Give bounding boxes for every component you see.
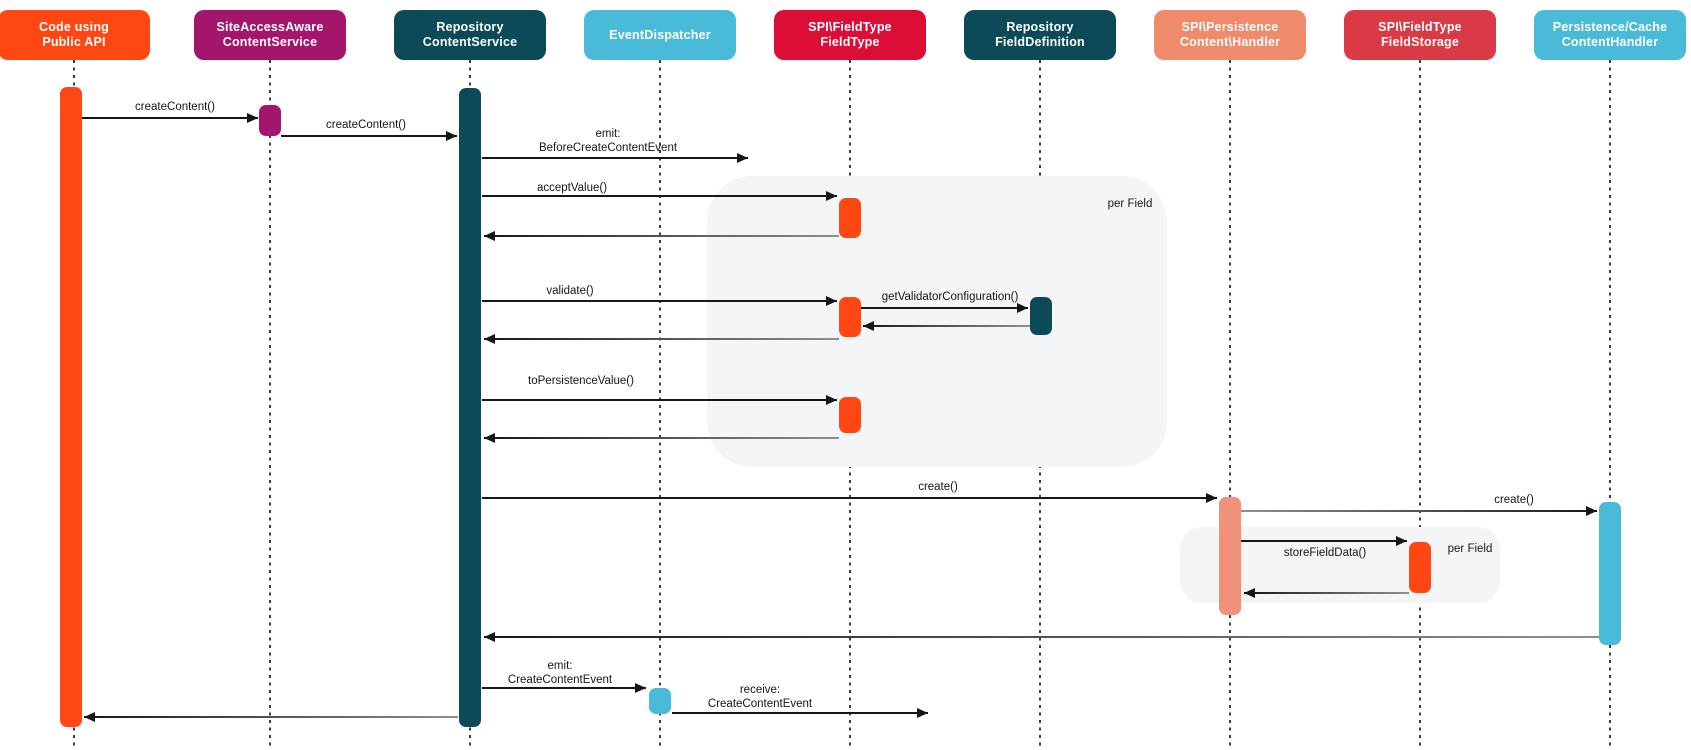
return-arrow	[84, 716, 458, 718]
arrowhead	[826, 295, 837, 306]
participant-label: SiteAccessAware ContentService	[216, 20, 324, 49]
frame-label: per Field	[1447, 543, 1493, 555]
message-label: createContent()	[135, 101, 215, 113]
message-label: storeFieldData()	[1283, 547, 1367, 559]
message-arrow	[861, 307, 1028, 309]
message-label: create()	[1494, 494, 1534, 506]
participant-box: Persistence/Cache ContentHandler	[1534, 10, 1686, 60]
message-label: createContent()	[326, 119, 406, 131]
activation-bar	[459, 88, 481, 727]
message-label: emit: CreateContentEvent	[507, 660, 613, 686]
arrowhead	[863, 320, 874, 331]
message-arrow	[482, 157, 748, 159]
frame-label: per Field	[1107, 198, 1153, 210]
lifeline	[269, 60, 271, 750]
message-arrow	[1241, 510, 1597, 512]
loop-frame	[707, 176, 1167, 467]
return-arrow	[484, 437, 839, 439]
message-label: getValidatorConfiguration()	[881, 291, 1019, 303]
participant-label: SPI\FieldType FieldType	[808, 20, 892, 49]
arrowhead	[826, 190, 837, 201]
arrowhead	[484, 230, 495, 241]
arrowhead	[1244, 587, 1255, 598]
arrowhead	[1206, 492, 1217, 503]
return-arrow	[1244, 592, 1409, 594]
arrowhead	[826, 394, 837, 405]
arrowhead	[446, 130, 457, 141]
activation-bar	[259, 105, 281, 136]
activation-bar	[60, 87, 82, 727]
arrowhead	[84, 711, 95, 722]
arrowhead	[484, 631, 495, 642]
message-label: receive: CreateContentEvent	[707, 684, 813, 710]
message-arrow	[672, 712, 928, 714]
participant-box: Repository ContentService	[394, 10, 546, 60]
message-arrow	[482, 497, 1217, 499]
participant-label: SPI\FieldType FieldStorage	[1378, 20, 1462, 49]
message-label: validate()	[546, 285, 594, 297]
message-arrow	[482, 300, 837, 302]
lifeline	[659, 60, 661, 750]
activation-bar	[1599, 502, 1621, 645]
participant-box: SPI\FieldType FieldStorage	[1344, 10, 1496, 60]
arrowhead	[737, 152, 748, 163]
message-arrow	[281, 135, 457, 137]
return-arrow	[863, 325, 1030, 327]
message-label: create()	[918, 481, 958, 493]
message-arrow	[482, 399, 837, 401]
activation-bar	[649, 688, 671, 714]
message-label: toPersistenceValue()	[528, 375, 634, 387]
participant-box: SPI\Persistence Content\Handler	[1154, 10, 1306, 60]
return-arrow	[484, 235, 839, 237]
arrowhead	[484, 333, 495, 344]
message-arrow	[1241, 540, 1407, 542]
return-arrow	[484, 338, 839, 340]
arrowhead	[1017, 302, 1028, 313]
participant-label: EventDispatcher	[609, 27, 711, 42]
message-label: emit: BeforeCreateContentEvent	[538, 128, 678, 154]
participant-label: Code using Public API	[38, 20, 110, 49]
message-arrow	[82, 117, 258, 119]
activation-bar	[1030, 297, 1052, 335]
participant-box: SiteAccessAware ContentService	[194, 10, 346, 60]
participant-box: Repository FieldDefinition	[964, 10, 1116, 60]
activation-bar	[1219, 497, 1241, 615]
participant-box: EventDispatcher	[584, 10, 736, 60]
participant-label: Repository FieldDefinition	[995, 20, 1085, 49]
activation-bar	[839, 198, 861, 238]
participant-label: Persistence/Cache ContentHandler	[1552, 20, 1668, 49]
participant-box: Code using Public API	[0, 10, 150, 60]
activation-bar	[839, 297, 861, 337]
arrowhead	[917, 707, 928, 718]
participant-label: SPI\Persistence Content\Handler	[1179, 20, 1281, 49]
arrowhead	[484, 432, 495, 443]
return-arrow	[484, 636, 1599, 638]
lifeline	[1229, 60, 1231, 750]
participant-label: Repository ContentService	[422, 20, 518, 49]
arrowhead	[247, 112, 258, 123]
arrowhead	[1396, 535, 1407, 546]
activation-bar	[1409, 542, 1431, 593]
message-arrow	[482, 687, 646, 689]
message-arrow	[482, 195, 837, 197]
lifeline	[1609, 60, 1611, 750]
activation-bar	[839, 397, 861, 433]
message-label: acceptValue()	[536, 182, 608, 194]
participant-box: SPI\FieldType FieldType	[774, 10, 926, 60]
lifeline	[1419, 60, 1421, 750]
arrowhead	[1586, 505, 1597, 516]
arrowhead	[635, 682, 646, 693]
